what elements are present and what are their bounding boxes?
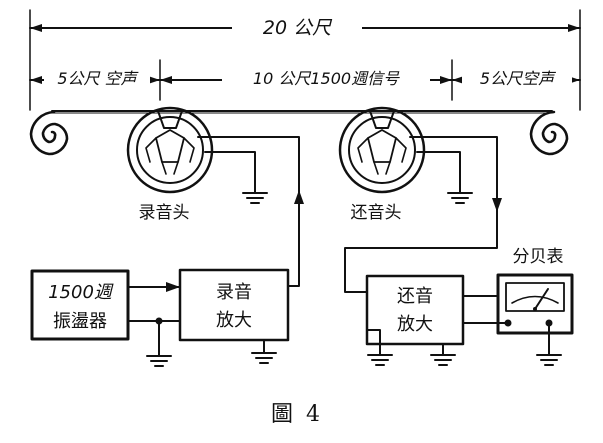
- amp-to-meter-wires: [462, 295, 509, 324]
- dimension-right-label: 5公尺空声: [480, 69, 556, 88]
- record-amplifier-label-line2: 放大: [216, 310, 252, 331]
- playback-head-label: 还音头: [351, 203, 402, 223]
- playback-head-icon: [338, 106, 426, 194]
- dimension-segments: 5公尺 空声 10 公尺1500週信号 5公尺空声: [29, 59, 581, 101]
- record-amplifier-label-line1: 录音: [216, 282, 252, 303]
- dimension-middle-label: 10 公尺1500週信号: [253, 69, 400, 88]
- takeup-reel-icon: [529, 110, 569, 156]
- supply-reel-icon: [29, 110, 69, 156]
- oscillator-to-amp-wires: [127, 282, 181, 367]
- oscillator-label-line2: 振盪器: [53, 311, 107, 332]
- record-amplifier-box: 录音 放大: [178, 268, 290, 342]
- dimension-left-label: 5公尺 空声: [57, 69, 138, 88]
- playback-amplifier-grounds: [366, 329, 456, 366]
- tape: [51, 110, 553, 114]
- record-amplifier-ground: [251, 339, 277, 364]
- playback-head-output-wire: [344, 136, 502, 293]
- dimension-total-label: 20 公尺: [263, 17, 333, 39]
- playback-amplifier-label-line2: 放大: [397, 314, 433, 335]
- meter-label: 分贝表: [513, 247, 564, 267]
- oscillator-box: 1500週 振盪器: [30, 269, 130, 341]
- oscillator-label-line1: 1500週: [48, 282, 114, 303]
- db-meter-icon: [496, 273, 574, 366]
- dimension-20m: 20 公尺: [29, 9, 581, 111]
- record-head-ground: [204, 151, 268, 204]
- record-head-feed-wire: [197, 136, 304, 287]
- playback-head-ground: [416, 151, 473, 204]
- record-head-icon: [126, 106, 214, 194]
- playback-amplifier-label-line1: 还音: [397, 286, 433, 307]
- playback-amplifier-box: 还音 放大: [365, 274, 465, 346]
- record-head-label: 录音头: [139, 203, 190, 223]
- figure-caption: 圖 4: [271, 402, 323, 427]
